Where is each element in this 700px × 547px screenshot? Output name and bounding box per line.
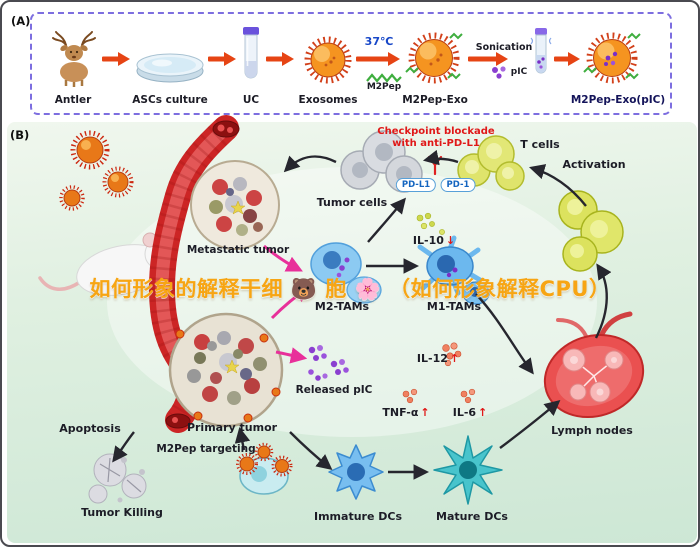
exosome-icon <box>300 32 356 92</box>
m2pep-targeted-cell <box>236 442 293 495</box>
il6-up-arrow: ↑ <box>478 406 488 419</box>
step-arrow <box>468 51 508 70</box>
m2pep-exo-icon <box>404 28 464 92</box>
temperature-label: 37℃ <box>364 35 394 48</box>
m2pep-peptide-icon <box>366 69 402 88</box>
sonication-label: Sonication <box>475 42 533 53</box>
t-cells-group-right <box>558 190 624 272</box>
primary-tumor-label: Primary tumor <box>186 421 278 434</box>
uc-label: UC <box>242 94 260 106</box>
apoptosis-label: Apoptosis <box>59 422 121 435</box>
step-arrow <box>266 51 294 70</box>
lymph-nodes-label: Lymph nodes <box>551 424 633 437</box>
m1-tams-label: M1-TAMs <box>426 300 482 313</box>
immature-dc-cell <box>328 444 384 500</box>
il6-label: IL-6↑ <box>452 406 488 419</box>
pd-l1-badge: PD-L1 <box>395 178 437 192</box>
primary-tumor <box>168 312 284 428</box>
il10-label: IL-10↓ <box>412 234 456 247</box>
cytokine-dots <box>402 212 476 404</box>
petri-dish-icon <box>132 44 208 90</box>
step-arrow <box>356 51 400 70</box>
immature-dcs-label: Immature DCs <box>314 510 402 523</box>
activation-label: Activation <box>562 158 626 171</box>
sonication-tube-icon <box>530 26 552 88</box>
released-pic-dots <box>308 345 349 381</box>
m2pep-label: M2Pep <box>366 82 402 92</box>
tnf-a-up-arrow: ↑ <box>420 406 430 419</box>
il10-down-arrow: ↓ <box>445 234 456 247</box>
mature-dcs-label: Mature DCs <box>436 510 508 523</box>
m2pep-exo-pic-icon <box>582 28 642 92</box>
step-arrow <box>102 51 130 70</box>
exosomes-label: Exosomes <box>298 94 358 106</box>
tumor-killing-label: Tumor Killing <box>81 506 163 519</box>
mature-dc-cell <box>433 435 503 505</box>
il12-label: IL-12↑ <box>416 352 460 365</box>
watermark-text: 如何形象的解释干细 🐻 胞 🌸 （如何形象解释CPU） <box>89 277 611 301</box>
checkpoint-blockade-label: Checkpoint blockade with anti-PD-L1 <box>377 126 495 149</box>
m2-tams-cells <box>310 242 382 304</box>
panel-a-tag: (A) <box>11 14 31 28</box>
released-pic-label: Released pIC <box>295 384 373 396</box>
ascs-culture-label: ASCs culture <box>132 94 208 106</box>
m2pep-exo-label: M2Pep-Exo <box>402 94 468 106</box>
panel-b-tag: (B) <box>10 128 30 142</box>
pic-label: pIC <box>510 67 528 77</box>
metastatic-tumor <box>190 160 280 250</box>
deer-icon <box>44 28 104 92</box>
targeting-arrows <box>263 244 311 364</box>
flow-arrows <box>112 149 612 480</box>
m2pep-targeting-label: M2Pep targeting <box>156 443 256 455</box>
tnf-a-label: TNF-α↑ <box>382 406 430 419</box>
step-arrow <box>208 51 236 70</box>
step-arrow <box>554 51 580 70</box>
il12-up-arrow: ↑ <box>449 352 460 365</box>
centrifuge-tube-icon <box>238 24 264 92</box>
lymph-nodes <box>543 311 645 419</box>
t-cells-label: T cells <box>520 138 560 151</box>
m2pep-exo-pic-label: M2Pep-Exo(pIC) <box>570 94 666 106</box>
metastatic-tumor-label: Metastatic tumor <box>186 244 290 256</box>
m1-tams-cells <box>417 235 490 305</box>
pd-1-badge: PD-1 <box>440 178 476 192</box>
apoptotic-tumor-cells <box>88 453 147 504</box>
nanoparticle-icons <box>59 130 134 211</box>
tumor-cells-label: Tumor cells <box>316 196 388 209</box>
antler-label: Antler <box>54 94 92 106</box>
pic-dots-icon <box>490 65 510 84</box>
m2-tams-label: M2-TAMs <box>314 300 370 313</box>
t-cells-group-top <box>457 135 525 191</box>
